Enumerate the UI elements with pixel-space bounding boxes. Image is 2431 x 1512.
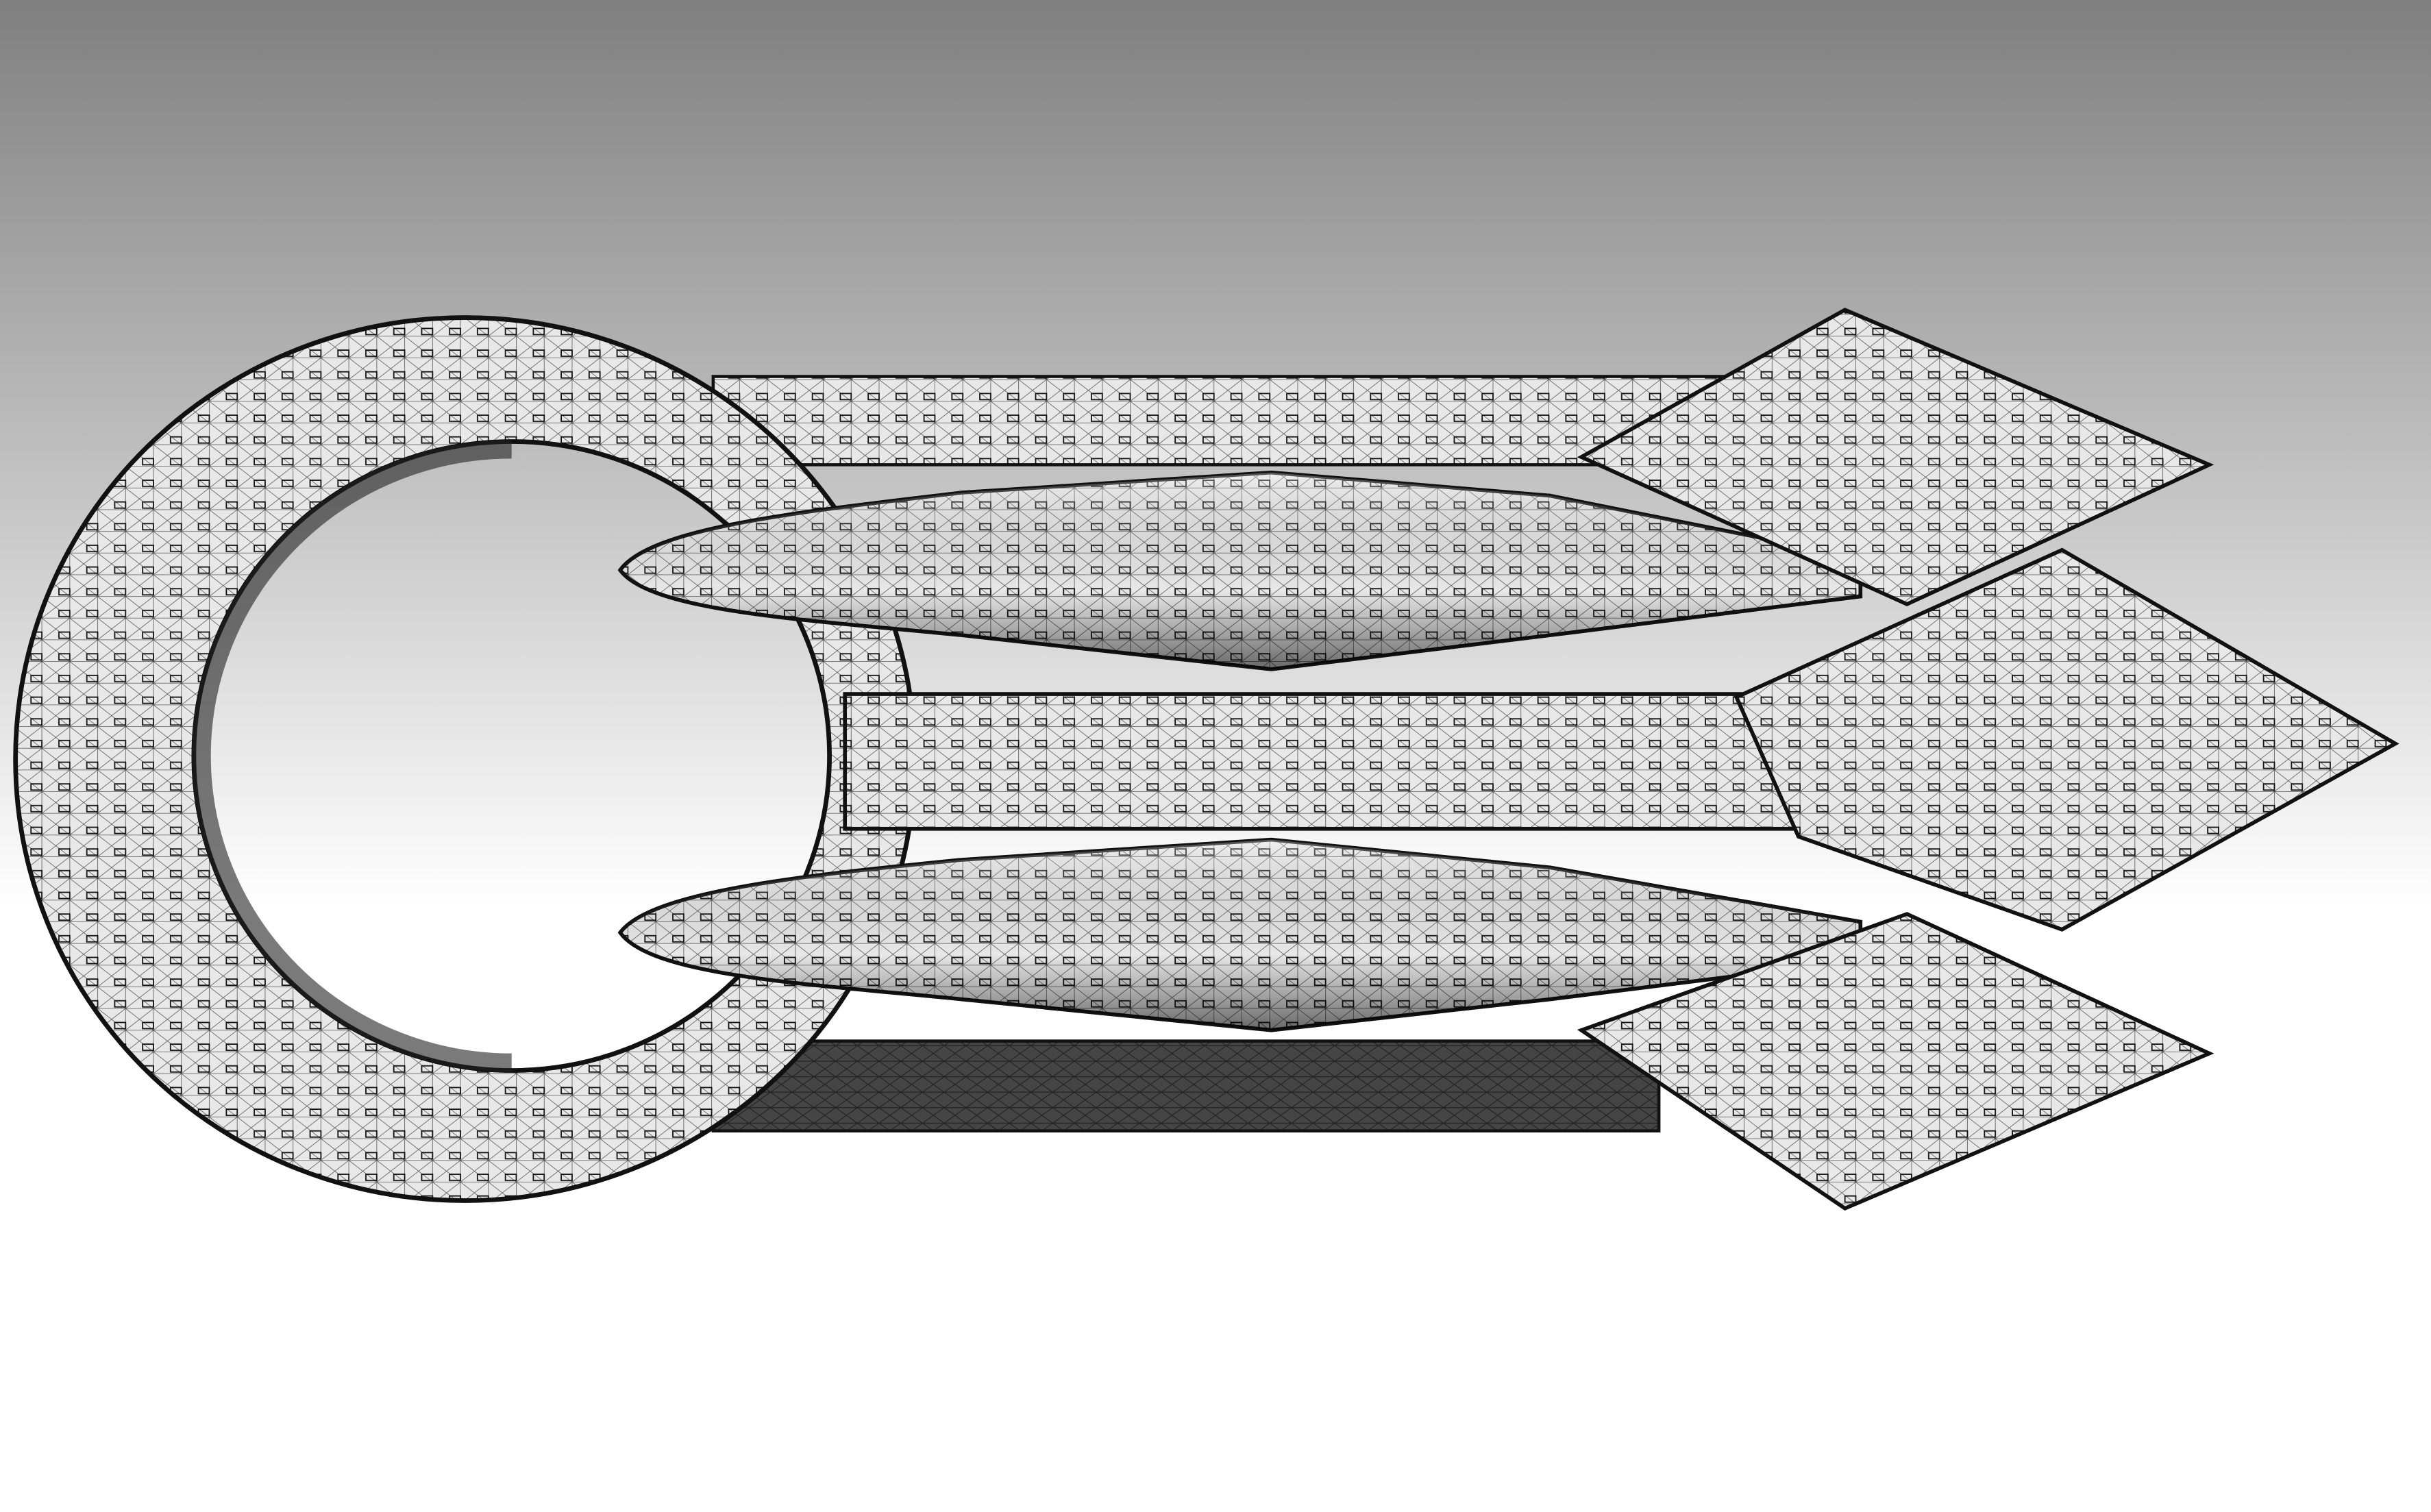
lower-prong-diamond — [1577, 912, 2214, 1211]
lower-beam — [711, 1039, 1661, 1132]
upper-engine-shading — [620, 472, 1861, 669]
central-arrowhead — [1733, 547, 2399, 932]
lower-engine-shading — [620, 839, 1861, 1030]
upper-prong-diamond — [1577, 308, 2214, 607]
upper-beam — [711, 375, 1738, 467]
ring-inner-wall — [192, 440, 512, 1072]
